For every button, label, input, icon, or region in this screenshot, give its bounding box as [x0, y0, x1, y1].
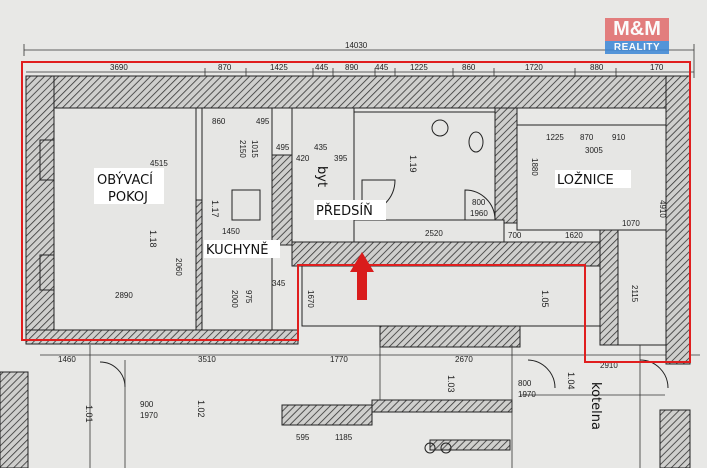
dim: 2910 [600, 361, 618, 370]
room-living [53, 107, 197, 331]
dim: 395 [334, 154, 348, 163]
dim: 1070 [622, 219, 640, 228]
dim: 1970 [140, 411, 158, 420]
dim-top: 860 [462, 63, 476, 72]
dim: 1460 [58, 355, 76, 364]
room-number: 1.02 [196, 400, 206, 418]
dim: 3510 [198, 355, 216, 364]
dim: 1880 [530, 158, 539, 176]
dim: 495 [256, 117, 270, 126]
dim-top: 880 [590, 63, 604, 72]
label-kotelna: kotelna [588, 382, 603, 430]
logo-text: REALITY [605, 41, 669, 54]
dim-top: 445 [375, 63, 389, 72]
dim: 495 [276, 143, 290, 152]
dim: 700 [508, 231, 522, 240]
door-swing-icon [99, 361, 126, 388]
sink-icon [431, 119, 449, 137]
room-number: 1.04 [566, 372, 576, 390]
room-labels: OBÝVACÍ POKOJ KUCHYNĚ PŘEDSÍŇ LOŽNICE by… [94, 166, 631, 430]
top-dimensions: 3690 870 1425 445 890 445 1225 860 1720 … [110, 63, 664, 72]
dim: 2115 [630, 285, 639, 303]
label-hall: PŘEDSÍŇ [316, 203, 373, 219]
logo-mark: M&M [605, 18, 669, 41]
dim: 435 [314, 143, 328, 152]
dim-top: 870 [218, 63, 232, 72]
dim: 870 [580, 133, 594, 142]
dim: 910 [612, 133, 626, 142]
window-icon [39, 139, 55, 291]
label-living: OBÝVACÍ [97, 172, 153, 188]
dim: 975 [244, 290, 253, 304]
dim: 2520 [425, 229, 443, 238]
dim: 1225 [546, 133, 564, 142]
label-bedroom: LOŽNICE [557, 172, 614, 188]
dim: 860 [212, 117, 226, 126]
room-numbers: 1.18 1.17 1.19 1.05 1.03 1.02 1.01 1.04 [84, 155, 576, 423]
room-corridor [301, 265, 601, 327]
dim-top: 1720 [525, 63, 543, 72]
hob-icon [440, 442, 452, 454]
label-kitchen: KUCHYNĚ [206, 242, 268, 258]
lower-floor-lines [89, 345, 665, 468]
mm-reality-logo: M&M REALITY [605, 18, 669, 54]
dim: 1960 [470, 209, 488, 218]
dim: 2670 [455, 355, 473, 364]
room-number: 1.17 [210, 200, 220, 218]
dim: 2150 [238, 140, 247, 158]
dim: 1770 [330, 355, 348, 364]
hob-icon [424, 442, 436, 454]
bottom-dimensions: 1460 3510 1770 2670 800 1970 2910 900 19… [58, 355, 618, 442]
dim: 1670 [306, 290, 315, 308]
room-number: 1.19 [408, 155, 418, 173]
label-living-2: POKOJ [108, 190, 148, 205]
dim-overall: 14030 [345, 41, 368, 50]
dim: 595 [296, 433, 310, 442]
dim: 1185 [335, 433, 353, 442]
room-number: 1.03 [446, 375, 456, 393]
room-number: 1.01 [84, 405, 94, 423]
room-number: 1.05 [540, 290, 550, 308]
dim: 1450 [222, 227, 240, 236]
dim: 2000 [230, 290, 239, 308]
dim: 345 [272, 279, 286, 288]
rooms [53, 107, 667, 346]
door-swing-icon [464, 189, 496, 221]
dim: 3005 [585, 146, 603, 155]
dim: 1620 [565, 231, 583, 240]
dim-top: 1425 [270, 63, 288, 72]
dim: 2890 [115, 291, 133, 300]
door-swing-icon [639, 359, 669, 389]
door-swing-icon [527, 359, 556, 389]
dim: 900 [140, 400, 154, 409]
dim: 1970 [518, 390, 536, 399]
dim: 4515 [150, 159, 168, 168]
room-number: 1.18 [148, 230, 158, 248]
dim: 4910 [658, 200, 667, 218]
room-hall [353, 219, 505, 243]
dimension-lines [23, 44, 700, 356]
dim-top: 170 [650, 63, 664, 72]
dim-top: 445 [315, 63, 329, 72]
dim-top: 1225 [410, 63, 428, 72]
interior-dimensions: 4515 860 495 495 420 435 395 1225 870 91… [115, 117, 667, 308]
dim: 800 [472, 198, 486, 207]
dim-top: 890 [345, 63, 359, 72]
dim: 2060 [174, 258, 183, 276]
dim: 420 [296, 154, 310, 163]
toilet-icon [468, 131, 484, 153]
entrance-arrow-icon [350, 252, 374, 300]
stove-icon [231, 189, 261, 221]
apartment-outline [21, 61, 691, 363]
room-bedroom-niche [617, 229, 667, 346]
label-byt: byt [314, 166, 329, 187]
dim: 1015 [250, 140, 259, 158]
dim: 800 [518, 379, 532, 388]
dim-top: 3690 [110, 63, 128, 72]
